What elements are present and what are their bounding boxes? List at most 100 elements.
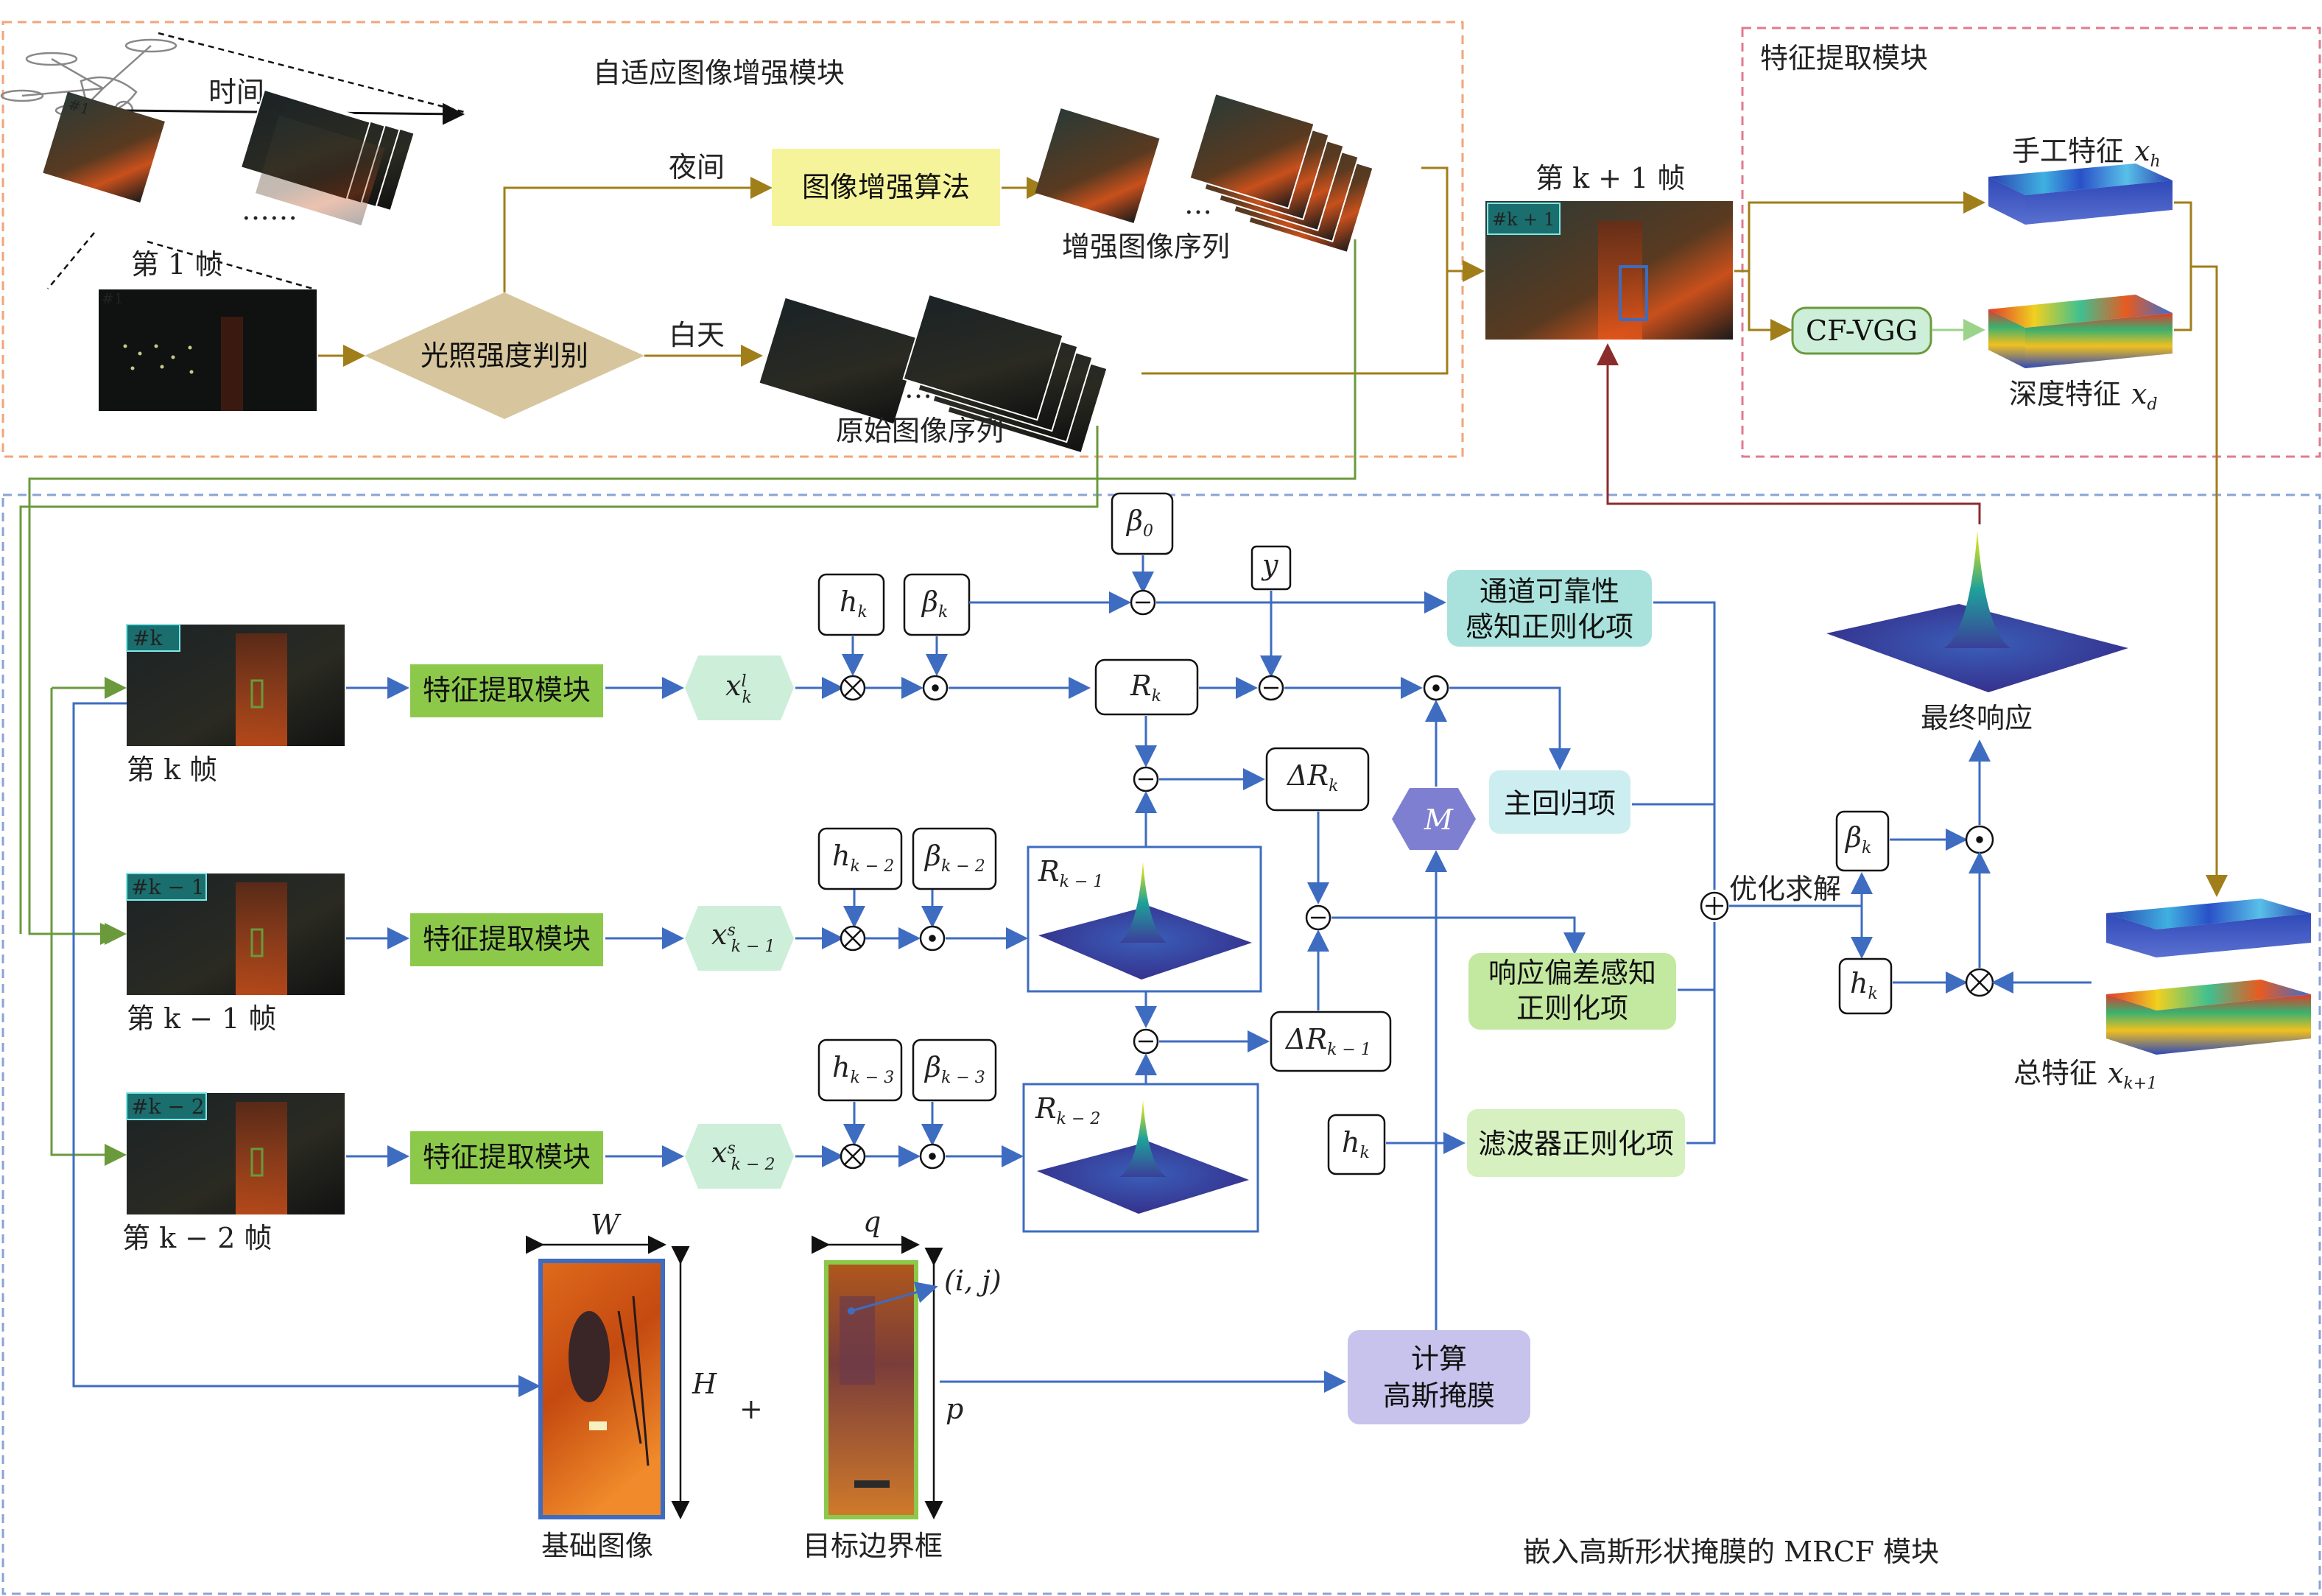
Rk2-response-panel: Rk − 2 bbox=[1022, 1083, 1259, 1233]
dRk-box: ΔRk bbox=[1265, 747, 1370, 812]
x-hex-k1 bbox=[685, 906, 794, 971]
original-feedback-line bbox=[19, 426, 1099, 934]
night-path bbox=[503, 177, 773, 292]
illumination-judge-diamond bbox=[365, 292, 644, 419]
total-feature-cubes bbox=[2106, 899, 2311, 1055]
ij-label: (i, j) bbox=[944, 1265, 1002, 1297]
Rk-minus-op bbox=[1258, 675, 1284, 701]
next-to-cnn bbox=[1748, 271, 1792, 341]
mid-minus-op-2 bbox=[1133, 1028, 1159, 1055]
original-dots: … bbox=[904, 372, 932, 404]
frame-k1-image: #k − 1 bbox=[126, 873, 345, 995]
x-hex-k bbox=[685, 655, 794, 720]
enhance-module-title: 自适应图像增强模块 bbox=[593, 57, 845, 89]
mrcf-module-border bbox=[1, 493, 2321, 1595]
optimize-label: 优化求解 bbox=[1729, 873, 1841, 905]
feature-join-line bbox=[2174, 201, 2192, 331]
original-sequence-label: 原始图像序列 bbox=[836, 415, 1004, 447]
ops-row-k2 bbox=[840, 1143, 946, 1170]
response-to-next-frame bbox=[1597, 343, 1981, 524]
feature-module-border bbox=[1741, 27, 2321, 458]
ops-row-k1 bbox=[840, 925, 946, 952]
frame-k2-label: 第 k − 2 帧 bbox=[122, 1222, 272, 1254]
enhance-algo-label: 图像增强算法 bbox=[802, 171, 970, 203]
gauss-mask-box bbox=[1348, 1330, 1530, 1424]
svg-text:xlk: xlk bbox=[725, 669, 752, 707]
svg-text:ΔRk: ΔRk bbox=[1286, 759, 1338, 795]
M-dot-op bbox=[1423, 675, 1449, 701]
y-box: y bbox=[1250, 545, 1292, 591]
gauss-mask-line1: 计算 bbox=[1411, 1343, 1467, 1375]
q-label: q bbox=[863, 1206, 881, 1238]
zoom-line-left bbox=[47, 232, 95, 289]
ops-row-k bbox=[840, 675, 949, 701]
Rk1-response-panel: Rk − 1 bbox=[1027, 846, 1262, 993]
filter-h-box: hk bbox=[1327, 1114, 1386, 1175]
day-label: 白天 bbox=[669, 319, 725, 351]
svg-text:xsk − 1: xsk − 1 bbox=[711, 918, 775, 956]
channel-reg-line1: 通道可靠性 bbox=[1480, 575, 1619, 608]
ij-pointer bbox=[851, 1282, 938, 1312]
svg-text:Rk − 1: Rk − 1 bbox=[1038, 855, 1103, 891]
frame-to-base-line bbox=[72, 702, 541, 1397]
first-frame-label: 第 1 帧 bbox=[131, 248, 222, 281]
svg-text:#k − 2: #k − 2 bbox=[131, 1094, 205, 1119]
extract-box-k bbox=[410, 664, 603, 717]
sum-op bbox=[1700, 891, 1729, 921]
zoom-line-right bbox=[147, 240, 314, 290]
original-sequence-images bbox=[759, 293, 1108, 454]
enhanced-to-next-frame bbox=[1421, 166, 1485, 282]
svg-text:hk: hk bbox=[840, 586, 868, 622]
mrcf-module-title: 嵌入高斯形状掩膜的 MRCF 模块 bbox=[1523, 1536, 1939, 1568]
mid-minus-op-1 bbox=[1133, 766, 1159, 792]
cnn-label: CF-VGG bbox=[1806, 314, 1918, 347]
base-image bbox=[538, 1259, 665, 1519]
deep-feature-cube bbox=[1988, 295, 2173, 368]
frame-sequence-stack: #2 bbox=[239, 88, 415, 225]
beta0-box: β0 bbox=[1111, 492, 1174, 555]
next-frame-label: 第 k + 1 帧 bbox=[1535, 162, 1685, 194]
svg-text:ΔRk − 1: ΔRk − 1 bbox=[1284, 1023, 1371, 1059]
Rk-box: Rk bbox=[1094, 658, 1199, 716]
sequence-ellipsis: …… bbox=[242, 194, 298, 226]
final-response-surface bbox=[1826, 530, 2128, 692]
beta-box-row-k2: βk − 3 bbox=[912, 1038, 997, 1146]
svg-text:#k + 1: #k + 1 bbox=[1492, 209, 1555, 230]
main-reg-box bbox=[1489, 770, 1630, 834]
svg-text:#k − 1: #k − 1 bbox=[131, 875, 205, 899]
feature-module-title: 特征提取模块 bbox=[1760, 42, 1928, 74]
enhanced-sequence-images bbox=[1035, 92, 1374, 254]
H-label: H bbox=[692, 1368, 717, 1400]
M-label: M bbox=[1424, 804, 1454, 836]
channel-reg-line2: 感知正则化项 bbox=[1466, 611, 1633, 643]
final-h-box: hk bbox=[1838, 957, 1893, 1015]
filter-reg-label: 滤波器正则化项 bbox=[1478, 1128, 1674, 1160]
top-minus-op bbox=[1130, 589, 1156, 616]
svg-text:hk: hk bbox=[1850, 967, 1878, 1003]
svg-text:hk: hk bbox=[1342, 1126, 1370, 1162]
hand-feature-cube bbox=[1988, 164, 2173, 225]
extract-box-k2 bbox=[410, 1131, 603, 1184]
next-to-hand-feature bbox=[1734, 191, 1985, 273]
svg-text:#k: #k bbox=[133, 626, 163, 650]
svg-text:βk: βk bbox=[1844, 821, 1871, 857]
first-frame-thumb-small: #1 bbox=[43, 91, 165, 203]
p-label: p bbox=[946, 1393, 963, 1425]
main-reg-label: 主回归项 bbox=[1504, 787, 1616, 820]
gauss-mask-line2: 高斯掩膜 bbox=[1383, 1379, 1495, 1412]
svg-text:βk − 2: βk − 2 bbox=[923, 840, 985, 876]
svg-text:βk − 3: βk − 3 bbox=[923, 1051, 985, 1087]
h-box-row-k2: hk − 3 bbox=[817, 1038, 903, 1146]
svg-text:β0: β0 bbox=[1125, 505, 1153, 541]
time-label: 时间 bbox=[208, 76, 264, 108]
M-hexagon bbox=[1392, 788, 1476, 850]
response-reg-line1: 响应偏差感知 bbox=[1488, 957, 1656, 989]
svg-text:y: y bbox=[1261, 549, 1278, 581]
dot-to-main-reg bbox=[1449, 686, 1571, 770]
frame-k-label: 第 k 帧 bbox=[127, 753, 217, 786]
plus-sign: + bbox=[739, 1393, 763, 1425]
first-frame-image: #1 bbox=[99, 289, 317, 411]
